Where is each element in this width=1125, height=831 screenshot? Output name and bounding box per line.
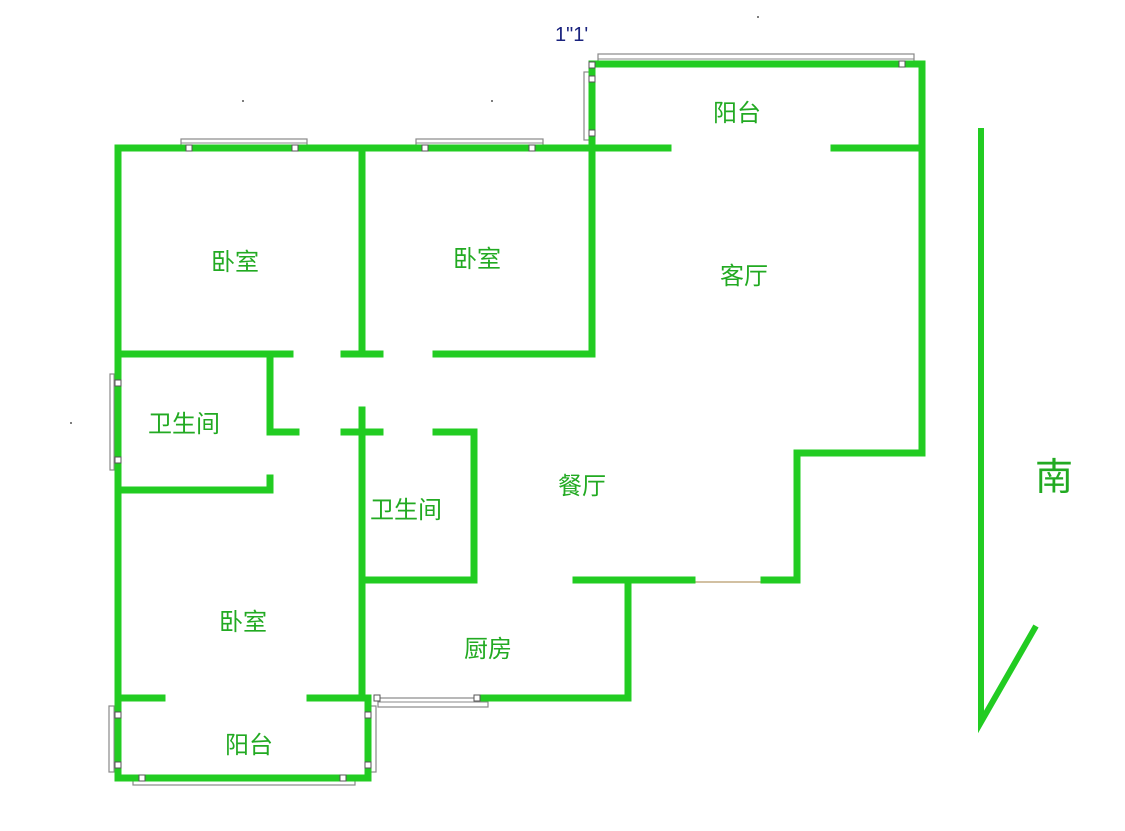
room-labels: 卧室 卧室 客厅 阳台 卫生间 卫生间 餐厅 卧室 厨房 阳台	[148, 99, 768, 759]
marker-dot	[242, 100, 244, 102]
plan-title: 1"1'	[555, 24, 588, 46]
label-bedroom-top-middle: 卧室	[453, 245, 501, 273]
label-bathroom-middle: 卫生间	[370, 496, 442, 524]
window-jambs	[114, 60, 906, 782]
wall-balcony-bottom	[114, 694, 372, 782]
marker-dot	[70, 422, 72, 424]
label-bedroom-top-left: 卧室	[211, 248, 259, 276]
wall-bathroom-left-right	[266, 350, 300, 436]
wall-bedroom-middle-right	[432, 144, 596, 358]
wall-bathroom-middle	[358, 428, 478, 584]
wall-balcony-living-right	[588, 60, 926, 584]
label-kitchen: 厨房	[464, 635, 512, 663]
wall-bathroom-left-bottom	[114, 474, 274, 494]
windows	[108, 53, 915, 786]
walls	[114, 60, 926, 782]
label-bathroom-left: 卫生间	[148, 410, 220, 438]
south-arrow-icon: 南	[978, 128, 1073, 734]
compass-label: 南	[1035, 455, 1073, 499]
label-balcony-bottom: 阳台	[225, 731, 273, 759]
label-dining-room: 餐厅	[558, 472, 606, 500]
wall-kitchen-right	[476, 576, 632, 702]
compass-arrow	[978, 128, 1039, 734]
label-balcony-top: 阳台	[713, 99, 761, 127]
marker-dot	[491, 100, 493, 102]
label-bedroom-bottom: 卧室	[219, 608, 267, 636]
marker-dot	[757, 16, 759, 18]
label-living-room: 客厅	[720, 262, 768, 290]
